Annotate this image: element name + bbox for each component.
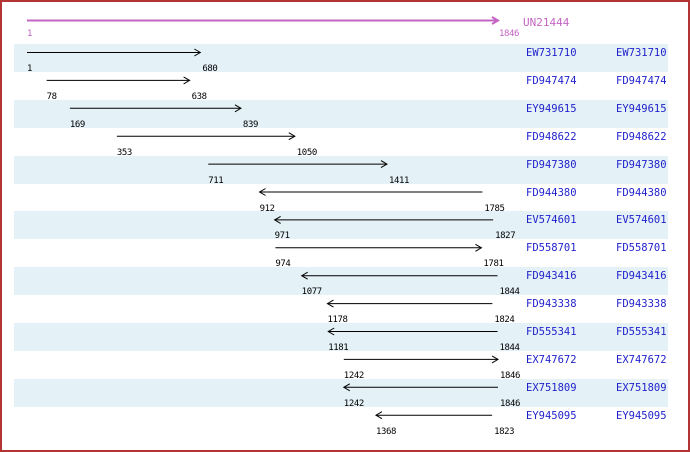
end-coordinate-label: 638 bbox=[191, 91, 207, 102]
row-stripe bbox=[14, 99, 668, 128]
accession-link[interactable]: EV574601 bbox=[616, 214, 667, 227]
row-stripe bbox=[14, 155, 668, 184]
accession-link[interactable]: FD943338 bbox=[526, 298, 577, 311]
alignment-arrow bbox=[116, 132, 296, 141]
end-coordinate-label: 839 bbox=[242, 119, 258, 130]
row-stripe bbox=[14, 378, 668, 407]
alignment-arrow bbox=[342, 383, 498, 392]
reference-start-label: 1 bbox=[27, 29, 33, 39]
end-coordinate-label: 1846 bbox=[500, 398, 521, 409]
alignment-arrow bbox=[208, 160, 388, 169]
accession-link[interactable]: FD555341 bbox=[616, 326, 667, 338]
end-coordinate-label: 1781 bbox=[483, 259, 504, 270]
accession-link[interactable]: EX751809 bbox=[526, 381, 577, 394]
end-coordinate-label: 1824 bbox=[494, 315, 515, 326]
alignment-arrow bbox=[343, 355, 499, 364]
alignment-arrow bbox=[258, 188, 483, 196]
end-coordinate-label: 1844 bbox=[499, 287, 520, 298]
start-coordinate-label: 711 bbox=[208, 175, 224, 186]
accession-link[interactable]: EX751809 bbox=[616, 381, 667, 394]
start-coordinate-label: 912 bbox=[259, 203, 275, 214]
start-coordinate-label: 78 bbox=[46, 91, 57, 102]
reference-arrow bbox=[27, 16, 500, 25]
end-coordinate-label: 1785 bbox=[484, 203, 505, 214]
start-coordinate-label: 1077 bbox=[301, 287, 322, 298]
accession-link[interactable]: FD943416 bbox=[526, 270, 577, 283]
start-coordinate-label: 1 bbox=[27, 64, 33, 74]
start-coordinate-label: 1242 bbox=[343, 370, 364, 381]
alignment-arrow bbox=[374, 411, 493, 420]
accession-link[interactable]: EX747672 bbox=[616, 353, 667, 366]
reference-end-label: 1846 bbox=[499, 29, 520, 39]
alignment-arrow bbox=[46, 76, 191, 85]
accession-link[interactable]: EY945095 bbox=[526, 409, 577, 422]
row-stripe bbox=[14, 211, 668, 240]
alignment-arrow bbox=[69, 104, 242, 113]
alignment-arrow bbox=[27, 48, 202, 57]
alignment-arrow bbox=[300, 271, 498, 280]
start-coordinate-label: 353 bbox=[116, 147, 132, 158]
alignment-arrow bbox=[327, 327, 498, 336]
accession-link[interactable]: EY949615 bbox=[616, 102, 667, 115]
accession-link[interactable]: FD558701 bbox=[526, 242, 577, 255]
end-coordinate-label: 1827 bbox=[495, 231, 516, 242]
end-coordinate-label: 1411 bbox=[388, 175, 410, 186]
accession-link[interactable]: EV574601 bbox=[526, 214, 577, 227]
end-coordinate-label: 1846 bbox=[500, 370, 521, 381]
accession-link[interactable]: FD947380 bbox=[526, 158, 577, 171]
row-stripe bbox=[14, 323, 668, 351]
accession-link[interactable]: EX747672 bbox=[526, 353, 577, 366]
alignment-arrow bbox=[326, 299, 493, 308]
start-coordinate-label: 169 bbox=[69, 119, 85, 130]
accession-link[interactable]: FD558701 bbox=[616, 242, 667, 255]
alignment-arrow bbox=[273, 215, 494, 224]
start-coordinate-label: 1181 bbox=[328, 343, 349, 353]
accession-link[interactable]: FD555341 bbox=[526, 326, 577, 338]
start-coordinate-label: 974 bbox=[275, 259, 291, 270]
accession-link[interactable]: FD948622 bbox=[526, 130, 577, 143]
accession-link[interactable]: FD944380 bbox=[616, 186, 667, 199]
accession-link[interactable]: FD943338 bbox=[616, 298, 667, 311]
end-coordinate-label: 1844 bbox=[499, 343, 520, 353]
accession-link[interactable]: FD948622 bbox=[616, 130, 667, 143]
start-coordinate-label: 1368 bbox=[375, 426, 397, 437]
start-coordinate-label: 1242 bbox=[343, 398, 364, 409]
accession-link[interactable]: FD943416 bbox=[616, 270, 667, 283]
start-coordinate-label: 1178 bbox=[327, 315, 348, 326]
accession-link[interactable]: EY945095 bbox=[616, 409, 667, 422]
alignment-arrow bbox=[275, 243, 483, 252]
start-coordinate-label: 971 bbox=[274, 231, 290, 242]
accession-link[interactable]: FD947474 bbox=[616, 74, 667, 87]
accession-link[interactable]: EW731710 bbox=[616, 47, 667, 59]
row-stripe bbox=[14, 44, 668, 72]
reference-id-label: UN21444 bbox=[523, 16, 570, 29]
end-coordinate-label: 1823 bbox=[494, 426, 515, 437]
accession-link[interactable]: FD944380 bbox=[526, 186, 577, 199]
accession-link[interactable]: EY949615 bbox=[526, 102, 577, 115]
row-stripe bbox=[14, 267, 668, 296]
end-coordinate-label: 1050 bbox=[296, 147, 317, 158]
accession-link[interactable]: FD947380 bbox=[616, 158, 667, 171]
accession-link[interactable]: EW731710 bbox=[526, 47, 577, 59]
accession-link[interactable]: FD947474 bbox=[526, 74, 577, 87]
end-coordinate-label: 680 bbox=[202, 64, 218, 74]
